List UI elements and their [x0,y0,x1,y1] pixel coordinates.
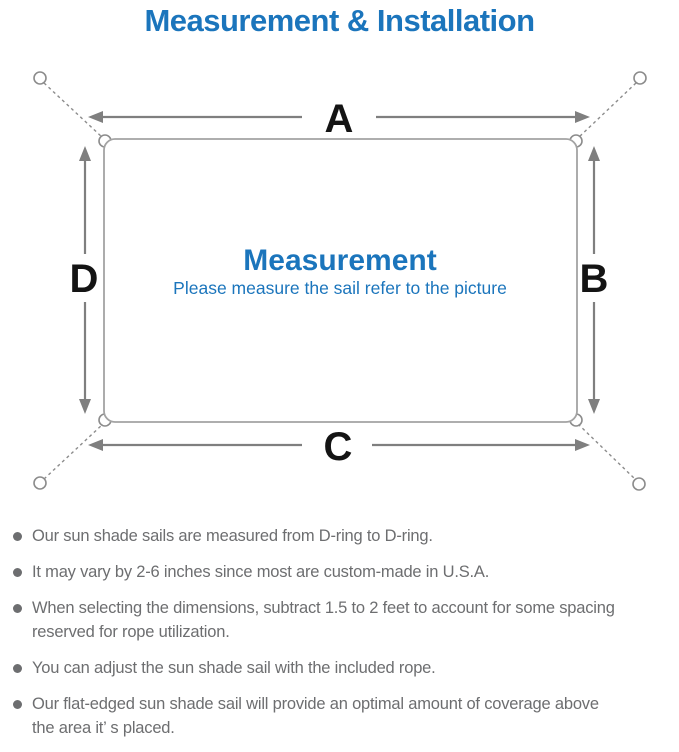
note-item: It may vary by 2-6 inches since most are… [13,560,673,584]
edge-label-a: A [325,97,354,141]
bullet-dot-icon [13,700,22,709]
edge-label-c: C [324,425,353,469]
note-text: It may vary by 2-6 inches since most are… [32,563,490,581]
anchor-ring-icon-top-left [33,71,47,85]
arrow-a-right-head [575,111,590,123]
arrow-d-down-head [79,399,91,414]
edge-label-d: D [70,257,99,301]
bullet-dot-icon [13,664,22,673]
anchor-ring-icon-bottom-right [632,477,646,491]
page-title: Measurement & Installation [144,3,535,38]
arrow-b-down-head [588,399,600,414]
note-text: When selecting the dimensions, subtract … [32,599,615,641]
rope-line-bottom-right [577,423,637,481]
arrow-c-right-head [575,439,590,451]
bullet-dot-icon [13,532,22,541]
diagram-subheading: Please measure the sail refer to the pic… [173,278,507,298]
arrow-c-left-head [88,439,103,451]
anchor-ring-icon-bottom-left [33,476,47,490]
notes-list: Our sun shade sails are measured from D-… [13,524,673,752]
measurement-diagram: A B C D Measurement Please measure the s… [33,71,647,491]
edge-label-b: B [580,257,609,301]
sail-outline [103,138,578,423]
note-item: When selecting the dimensions, subtract … [13,596,673,644]
note-text: Our flat-edged sun shade sail will provi… [32,695,599,737]
arrow-b-up-head [588,146,600,161]
arrow-a-left-head [88,111,103,123]
note-text: Our sun shade sails are measured from D-… [32,527,433,545]
anchor-ring-icon-top-right [633,71,647,85]
rope-line-top-left [43,82,104,139]
note-item: Our sun shade sails are measured from D-… [13,524,673,548]
bullet-dot-icon [13,604,22,613]
note-text: You can adjust the sun shade sail with t… [32,659,436,677]
bullet-dot-icon [13,568,22,577]
rope-line-bottom-left [43,423,104,480]
rope-line-top-right [577,82,637,139]
note-item: Our flat-edged sun shade sail will provi… [13,692,673,740]
note-item: You can adjust the sun shade sail with t… [13,656,673,680]
diagram-heading: Measurement [243,244,436,277]
arrow-d-up-head [79,146,91,161]
